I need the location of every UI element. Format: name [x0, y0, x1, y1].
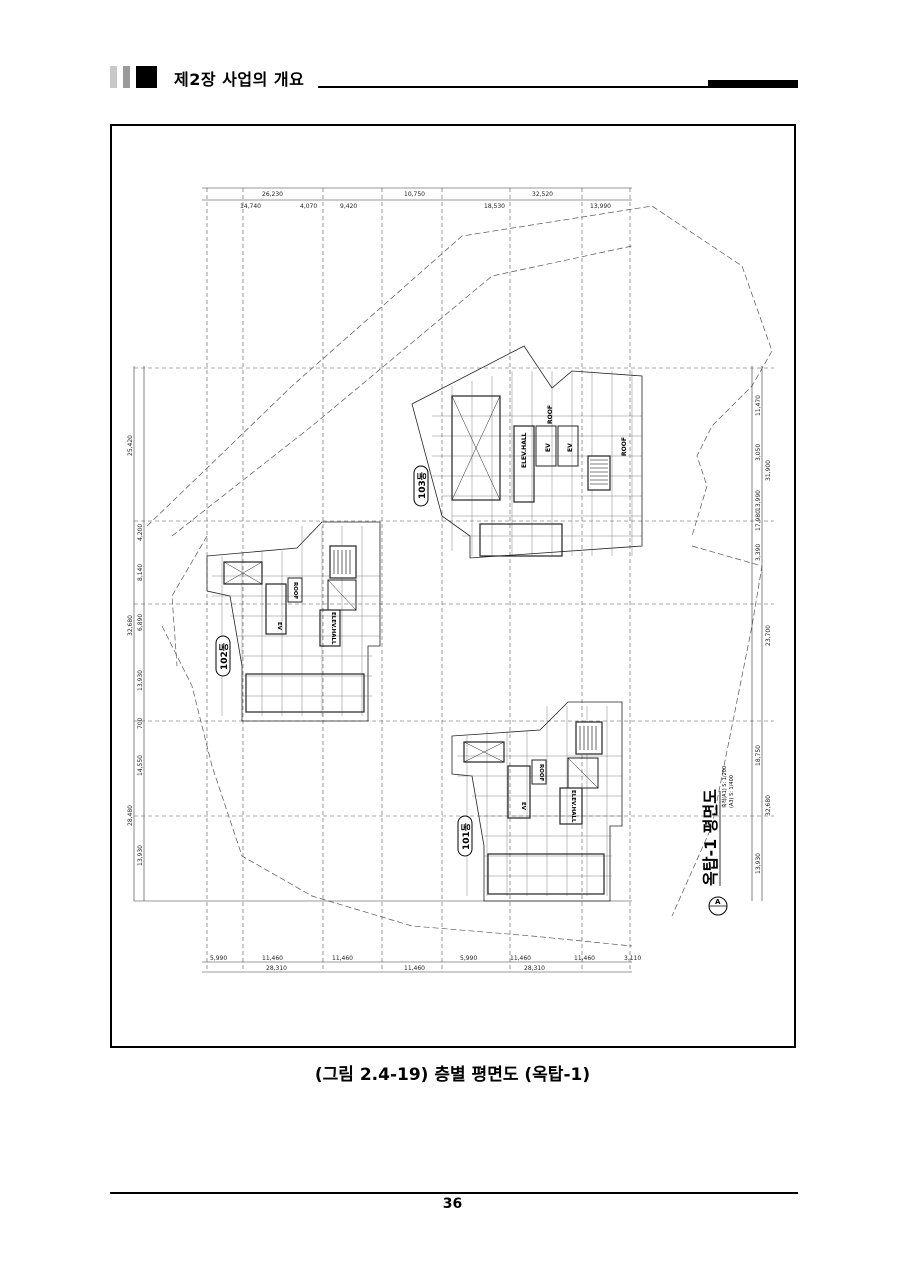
svg-text:700: 700	[137, 717, 144, 729]
building-103-tag: 103동	[413, 465, 429, 507]
header-rule-accent	[708, 80, 798, 88]
page-number: 36	[442, 1196, 463, 1212]
header-rule	[318, 86, 798, 88]
svg-text:5,990: 5,990	[210, 955, 227, 962]
svg-text:11,460: 11,460	[574, 955, 595, 962]
svg-text:18,530: 18,530	[484, 203, 505, 210]
header-block-dark	[136, 66, 157, 88]
svg-text:102동: 102동	[219, 643, 230, 670]
svg-text:23,700: 23,700	[765, 625, 772, 646]
svg-text:4,070: 4,070	[300, 203, 317, 210]
svg-text:11,460: 11,460	[262, 955, 283, 962]
svg-text:26,230: 26,230	[262, 191, 283, 198]
plan-title-block: 옥탑-1 평면도 축척(A1) S: 1/200 (A3) S: 1/400	[701, 766, 735, 886]
svg-text:ROOF: ROOF	[538, 764, 544, 782]
svg-text:5,990: 5,990	[460, 955, 477, 962]
svg-text:32,520: 32,520	[532, 191, 553, 198]
svg-text:14,550: 14,550	[137, 755, 144, 776]
svg-text:EV: EV	[520, 802, 526, 811]
chapter-title: 제2장 사업의 개요	[174, 70, 305, 89]
svg-text:13,930: 13,930	[137, 845, 144, 866]
svg-text:28,310: 28,310	[524, 965, 545, 972]
svg-text:옥탑-1 평면도: 옥탑-1 평면도	[701, 789, 720, 886]
floor-plan-figure: 26,230 10,750 32,520 14,740 4,070 9,420 …	[110, 124, 796, 1048]
svg-text:14,740: 14,740	[240, 203, 261, 210]
svg-text:32,680: 32,680	[765, 795, 772, 816]
svg-text:11,460: 11,460	[404, 965, 425, 972]
footer-rule	[110, 1192, 798, 1194]
svg-text:18,750: 18,750	[755, 745, 762, 766]
svg-text:EV: EV	[545, 443, 552, 452]
svg-text:13,930: 13,930	[137, 670, 144, 691]
building-103-plan	[411, 345, 643, 559]
header-block-light	[110, 66, 117, 88]
svg-text:103동: 103동	[417, 472, 428, 499]
svg-text:13,990: 13,990	[590, 203, 611, 210]
svg-text:A: A	[715, 898, 721, 906]
svg-text:28,310: 28,310	[266, 965, 287, 972]
svg-text:10,750: 10,750	[404, 191, 425, 198]
svg-text:ROOF: ROOF	[547, 405, 554, 424]
svg-text:3,050: 3,050	[755, 444, 762, 461]
svg-text:32,680: 32,680	[127, 615, 134, 636]
svg-text:31,900: 31,900	[765, 460, 772, 481]
building-102-plan	[206, 521, 381, 722]
svg-text:11,460: 11,460	[332, 955, 353, 962]
svg-text:25,420: 25,420	[127, 435, 134, 456]
svg-text:11,460: 11,460	[510, 955, 531, 962]
north-marker-icon: A	[708, 896, 728, 916]
building-102-tag: 102동	[215, 635, 231, 677]
svg-text:9,420: 9,420	[340, 203, 357, 210]
svg-text:8,140: 8,140	[137, 564, 144, 581]
svg-text:(A3) S: 1/400: (A3) S: 1/400	[729, 775, 735, 808]
svg-text:13,990: 13,990	[755, 490, 762, 511]
svg-text:축척(A1) S: 1/200: 축척(A1) S: 1/200	[721, 766, 728, 808]
svg-text:EV: EV	[276, 622, 282, 631]
svg-text:3,390: 3,390	[755, 544, 762, 561]
svg-text:ELEV.HALL: ELEV.HALL	[570, 790, 576, 823]
svg-text:EV: EV	[567, 443, 574, 452]
svg-text:6,890: 6,890	[137, 614, 144, 631]
building-101-plan	[451, 701, 623, 902]
svg-text:ROOF: ROOF	[292, 582, 298, 600]
header-block-mid	[123, 66, 130, 88]
svg-text:11,470: 11,470	[755, 395, 762, 416]
floor-plan-drawing: 26,230 10,750 32,520 14,740 4,070 9,420 …	[127, 187, 774, 973]
svg-text:ELEV.HALL: ELEV.HALL	[330, 612, 336, 645]
building-101-tag: 101동	[457, 815, 473, 857]
svg-text:101동: 101동	[461, 823, 472, 850]
svg-text:4,200: 4,200	[137, 524, 144, 541]
svg-text:ROOF: ROOF	[621, 437, 628, 456]
svg-text:17,980: 17,980	[755, 510, 762, 531]
svg-text:28,480: 28,480	[127, 805, 134, 826]
figure-caption: (그림 2.4-19) 층별 평면도 (옥탑-1)	[314, 1065, 591, 1085]
svg-text:13,930: 13,930	[755, 853, 762, 874]
svg-text:ELEV.HALL: ELEV.HALL	[521, 432, 528, 468]
svg-text:3,110: 3,110	[624, 955, 641, 962]
header-decoration	[110, 66, 157, 88]
